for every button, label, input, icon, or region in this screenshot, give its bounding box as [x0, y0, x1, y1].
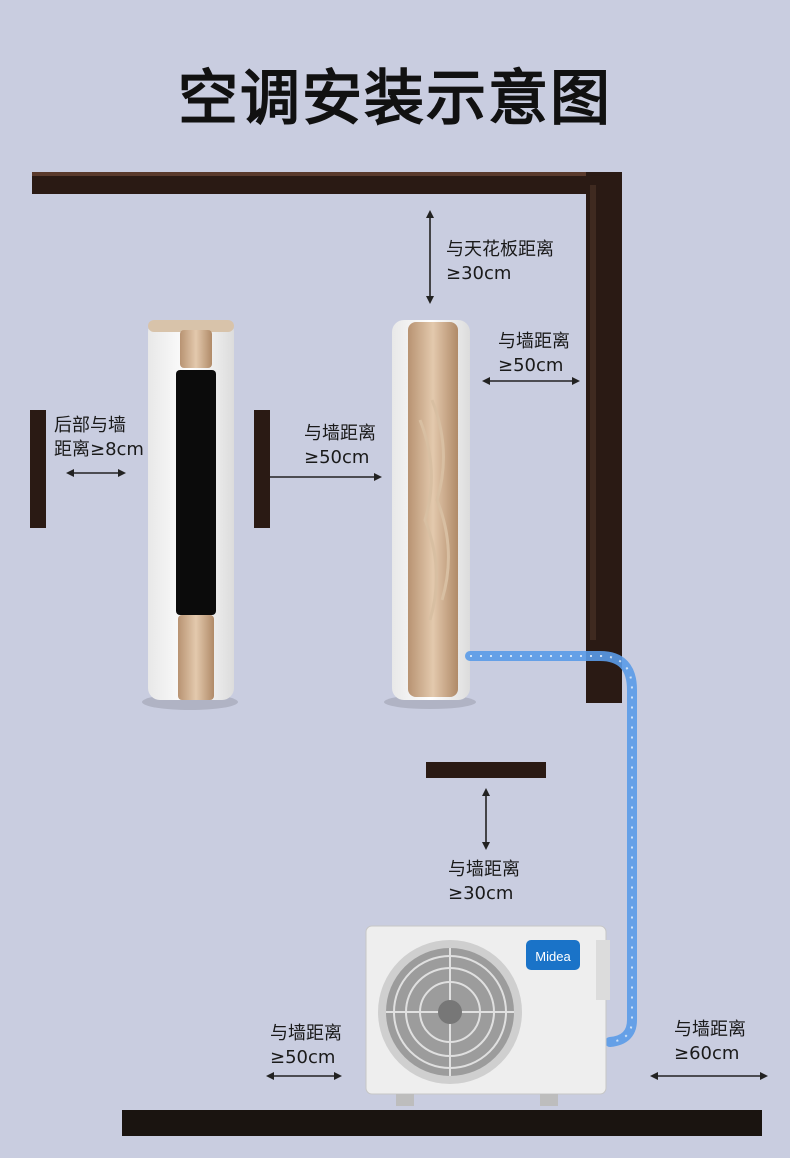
outdoor-right-label: 与墙距离 ≥60cm [674, 1018, 746, 1066]
outdoor-left-line1: 与墙距离 [270, 1023, 342, 1044]
outdoor-unit [365, 925, 610, 1106]
ceiling-clearance-label: 与天花板距离 ≥30cm [446, 238, 554, 286]
outdoor-left-line2: ≥50cm [270, 1047, 336, 1068]
side-wall-left-line1: 与墙距离 [304, 423, 376, 444]
side-wall-segment [254, 410, 270, 528]
outdoor-right-line2: ≥60cm [674, 1043, 740, 1064]
side-wall-right-label: 与墙距离 ≥50cm [498, 330, 570, 378]
side-wall-left-line2: ≥50cm [304, 447, 370, 468]
diagram-title: 空调安装示意图 [178, 64, 612, 134]
outdoor-right-line1: 与墙距离 [674, 1019, 746, 1040]
side-wall-right-line1: 与墙距离 [498, 331, 570, 352]
ceiling-label-line1: 与天花板距离 [446, 239, 554, 260]
outdoor-front-line2: ≥30cm [448, 883, 514, 904]
indoor-unit-front [142, 320, 238, 710]
side-wall-left-label: 与墙距离 ≥50cm [304, 422, 376, 470]
right-wall [586, 172, 622, 703]
side-wall-right-line2: ≥50cm [498, 355, 564, 376]
back-wall-label: 后部与墙 距离≥8cm [54, 414, 144, 462]
indoor-unit-side [384, 320, 476, 709]
outdoor-front-line1: 与墙距离 [448, 859, 520, 880]
back-wall-line2: 距离≥8cm [54, 439, 144, 460]
brand-logo: Midea [535, 949, 571, 964]
floor [122, 1110, 762, 1136]
outdoor-front-label: 与墙距离 ≥30cm [448, 858, 520, 906]
ceiling-wall [32, 172, 622, 194]
ceiling-label-line2: ≥30cm [446, 263, 512, 284]
back-wall-line1: 后部与墙 [54, 415, 126, 436]
front-wall-segment [426, 762, 546, 778]
back-wall-segment [30, 410, 46, 528]
outdoor-left-label: 与墙距离 ≥50cm [270, 1022, 342, 1070]
